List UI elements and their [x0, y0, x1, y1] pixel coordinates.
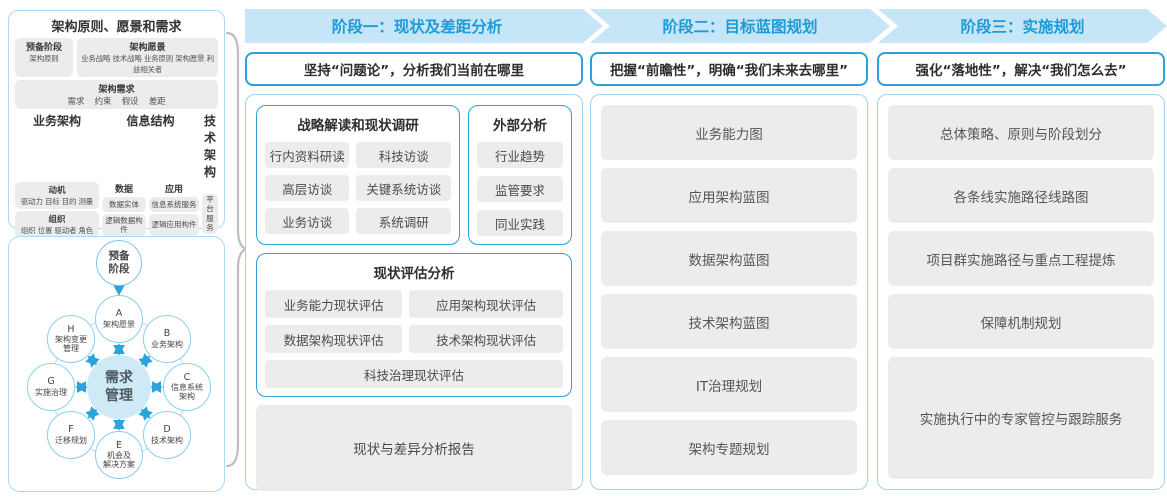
application-header: 应用: [164, 185, 183, 195]
phase3-item: 总体策略、原则与阶段划分: [888, 105, 1154, 160]
prep-sub: 架构原则: [29, 54, 59, 63]
phase3-header: 阶段三：实施规划: [960, 18, 1085, 36]
app-item: 逻辑应用构件: [149, 214, 199, 236]
assessment-item: 数据架构现状评估: [265, 325, 403, 353]
cycle-node-c: C 信息系统 架构: [163, 363, 211, 411]
external-item: 监管要求: [477, 176, 563, 202]
req-sub: 需求 约束 假设 差距: [67, 97, 166, 107]
phase3-item: 实施执行中的专家管控与跟踪服务: [888, 357, 1154, 479]
external-item: 行业趋势: [477, 142, 563, 168]
strategy-item: 系统调研: [356, 208, 451, 234]
prep-title: 预备阶段: [25, 43, 62, 53]
strategy-item: 业务访谈: [265, 208, 350, 234]
req-title: 架构需求: [98, 85, 135, 95]
assessment-item: 业务能力现状评估: [265, 290, 403, 318]
business-arch-header: 业务架构: [32, 114, 81, 128]
app-item: 信息系统服务: [149, 197, 199, 212]
adm-cycle-panel: 预备 阶段 需求 管理 A 架构愿景 B 业务架构 C 信息系统 架构 D 技术…: [8, 236, 225, 492]
phase2-item: 技术架构蓝图: [601, 294, 857, 349]
data-header: 数据: [114, 185, 133, 195]
cycle-node-g: G 实施治理: [27, 363, 75, 411]
phase3-item: 保障机制规划: [888, 294, 1154, 349]
vision-box: 架构愿景 业务战略 技术战略 业务原则 架构愿景 利益相关者: [77, 38, 218, 77]
phase3-subtitle-box: 强化“落地性”，解决“我们怎么去”: [877, 52, 1165, 86]
phase3-item: 项目群实施路径与重点工程提炼: [888, 231, 1154, 286]
external-item: 同业实践: [477, 210, 563, 236]
cycle-center-requirements-management: 需求 管理: [87, 355, 151, 419]
tech-spacer: [202, 182, 218, 192]
vision-sub: 业务战略 技术战略 业务原则 架构愿景 利益相关者: [81, 54, 214, 74]
strategy-research-box: 战略解读和现状调研 行内资料研读 科技访谈 高层访谈 关键系统访谈 业务访谈 系…: [256, 105, 460, 245]
phase3-item: 各条线实施路径线路图: [888, 168, 1154, 223]
biz-item: 动机 驱动力 目标 目的 测量: [15, 182, 99, 209]
requirements-box: 架构需求 需求 约束 假设 差距: [15, 80, 218, 109]
phase1-header-band: 阶段一：现状及差距分析: [245, 9, 603, 43]
strategy-item: 行内资料研读: [265, 142, 350, 168]
cycle-node-d: D 技术架构: [143, 411, 191, 459]
phase2-item: 架构专题规划: [601, 420, 857, 475]
data-item: 数据实体: [102, 197, 146, 212]
current-state-assessment-box: 现状评估分析 业务能力现状评估 应用架构现状评估 数据架构现状评估 技术架构现状…: [256, 253, 572, 397]
data-item: 逻辑数据构件: [102, 214, 146, 236]
information-structure-header: 信息结构: [126, 114, 175, 128]
external-analysis-box: 外部分析 行业趋势 监管要求 同业实践: [468, 105, 572, 245]
assessment-items-grid: 业务能力现状评估 应用架构现状评估 数据架构现状评估 技术架构现状评估 科技治理…: [265, 290, 563, 388]
phase2-header-band: 阶段二：目标蓝图规划: [590, 9, 890, 43]
assessment-item: 科技治理现状评估: [265, 360, 563, 388]
cycle-node-h: H 架构变更 管理: [47, 315, 95, 363]
gap-analysis-report-box: 现状与差异分析报告: [256, 405, 572, 491]
architecture-content-panel: 架构原则、愿景和需求 预备阶段 架构原则 架构愿景 业务战略 技术战略 业务原则…: [8, 10, 225, 395]
phase3-header-band: 阶段三：实施规划: [878, 9, 1167, 43]
strategy-item: 高层访谈: [265, 175, 350, 201]
cycle-prep-phase: 预备 阶段: [96, 240, 142, 286]
phase2-content-panel: 业务能力图 应用架构蓝图 数据架构蓝图 技术架构蓝图 IT治理规划 架构专题规划: [590, 94, 868, 490]
phase2-item: 数据架构蓝图: [601, 231, 857, 286]
cycle-node-e: E 机会及 解决方案: [95, 431, 143, 479]
cycle-node-f: F 迁移规划: [47, 411, 95, 459]
assessment-item: 技术架构现状评估: [409, 325, 563, 353]
external-items: 行业趋势 监管要求 同业实践: [477, 142, 563, 236]
technology-arch-header: 技术架构: [203, 114, 216, 179]
strategy-item: 科技访谈: [356, 142, 451, 168]
biz-item: 组织 组织 位置 驱动者 角色: [15, 211, 99, 238]
phase1-subtitle-box: 坚持“问题论”，分析我们当前在哪里: [245, 52, 583, 86]
strategy-item: 关键系统访谈: [356, 175, 451, 201]
cycle-node-a: A 架构愿景: [95, 295, 143, 343]
phase1-top-row: 战略解读和现状调研 行内资料研读 科技访谈 高层访谈 关键系统访谈 业务访谈 系…: [256, 105, 572, 245]
phase2-header: 阶段二：目标蓝图规划: [662, 18, 818, 36]
assessment-item: 应用架构现状评估: [409, 290, 563, 318]
phase1-content-panel: 战略解读和现状调研 行内资料研读 科技访谈 高层访谈 关键系统访谈 业务访谈 系…: [245, 94, 583, 491]
phase3-content-panel: 总体策略、原则与阶段划分 各条线实施路径线路图 项目群实施路径与重点工程提炼 保…: [877, 94, 1165, 490]
cycle-node-b: B 业务架构: [143, 315, 191, 363]
phase2-item: 应用架构蓝图: [601, 168, 857, 223]
phase2-item: 业务能力图: [601, 105, 857, 160]
phase2-subtitle-box: 把握“前瞻性”，明确“我们未来去哪里”: [590, 52, 868, 86]
phase1-header: 阶段一：现状及差距分析: [331, 18, 503, 36]
strategy-items-grid: 行内资料研读 科技访谈 高层访谈 关键系统访谈 业务访谈 系统调研: [265, 142, 451, 234]
vision-title: 架构愿景: [129, 43, 166, 53]
phase2-item: IT治理规划: [601, 357, 857, 412]
prep-vision-row: 预备阶段 架构原则 架构愿景 业务战略 技术战略 业务原则 架构愿景 利益相关者: [15, 38, 218, 77]
tech-item: 平台服务: [202, 194, 218, 234]
prep-phase-box: 预备阶段 架构原则: [15, 38, 73, 77]
panel-title: 架构原则、愿景和需求: [51, 20, 182, 35]
